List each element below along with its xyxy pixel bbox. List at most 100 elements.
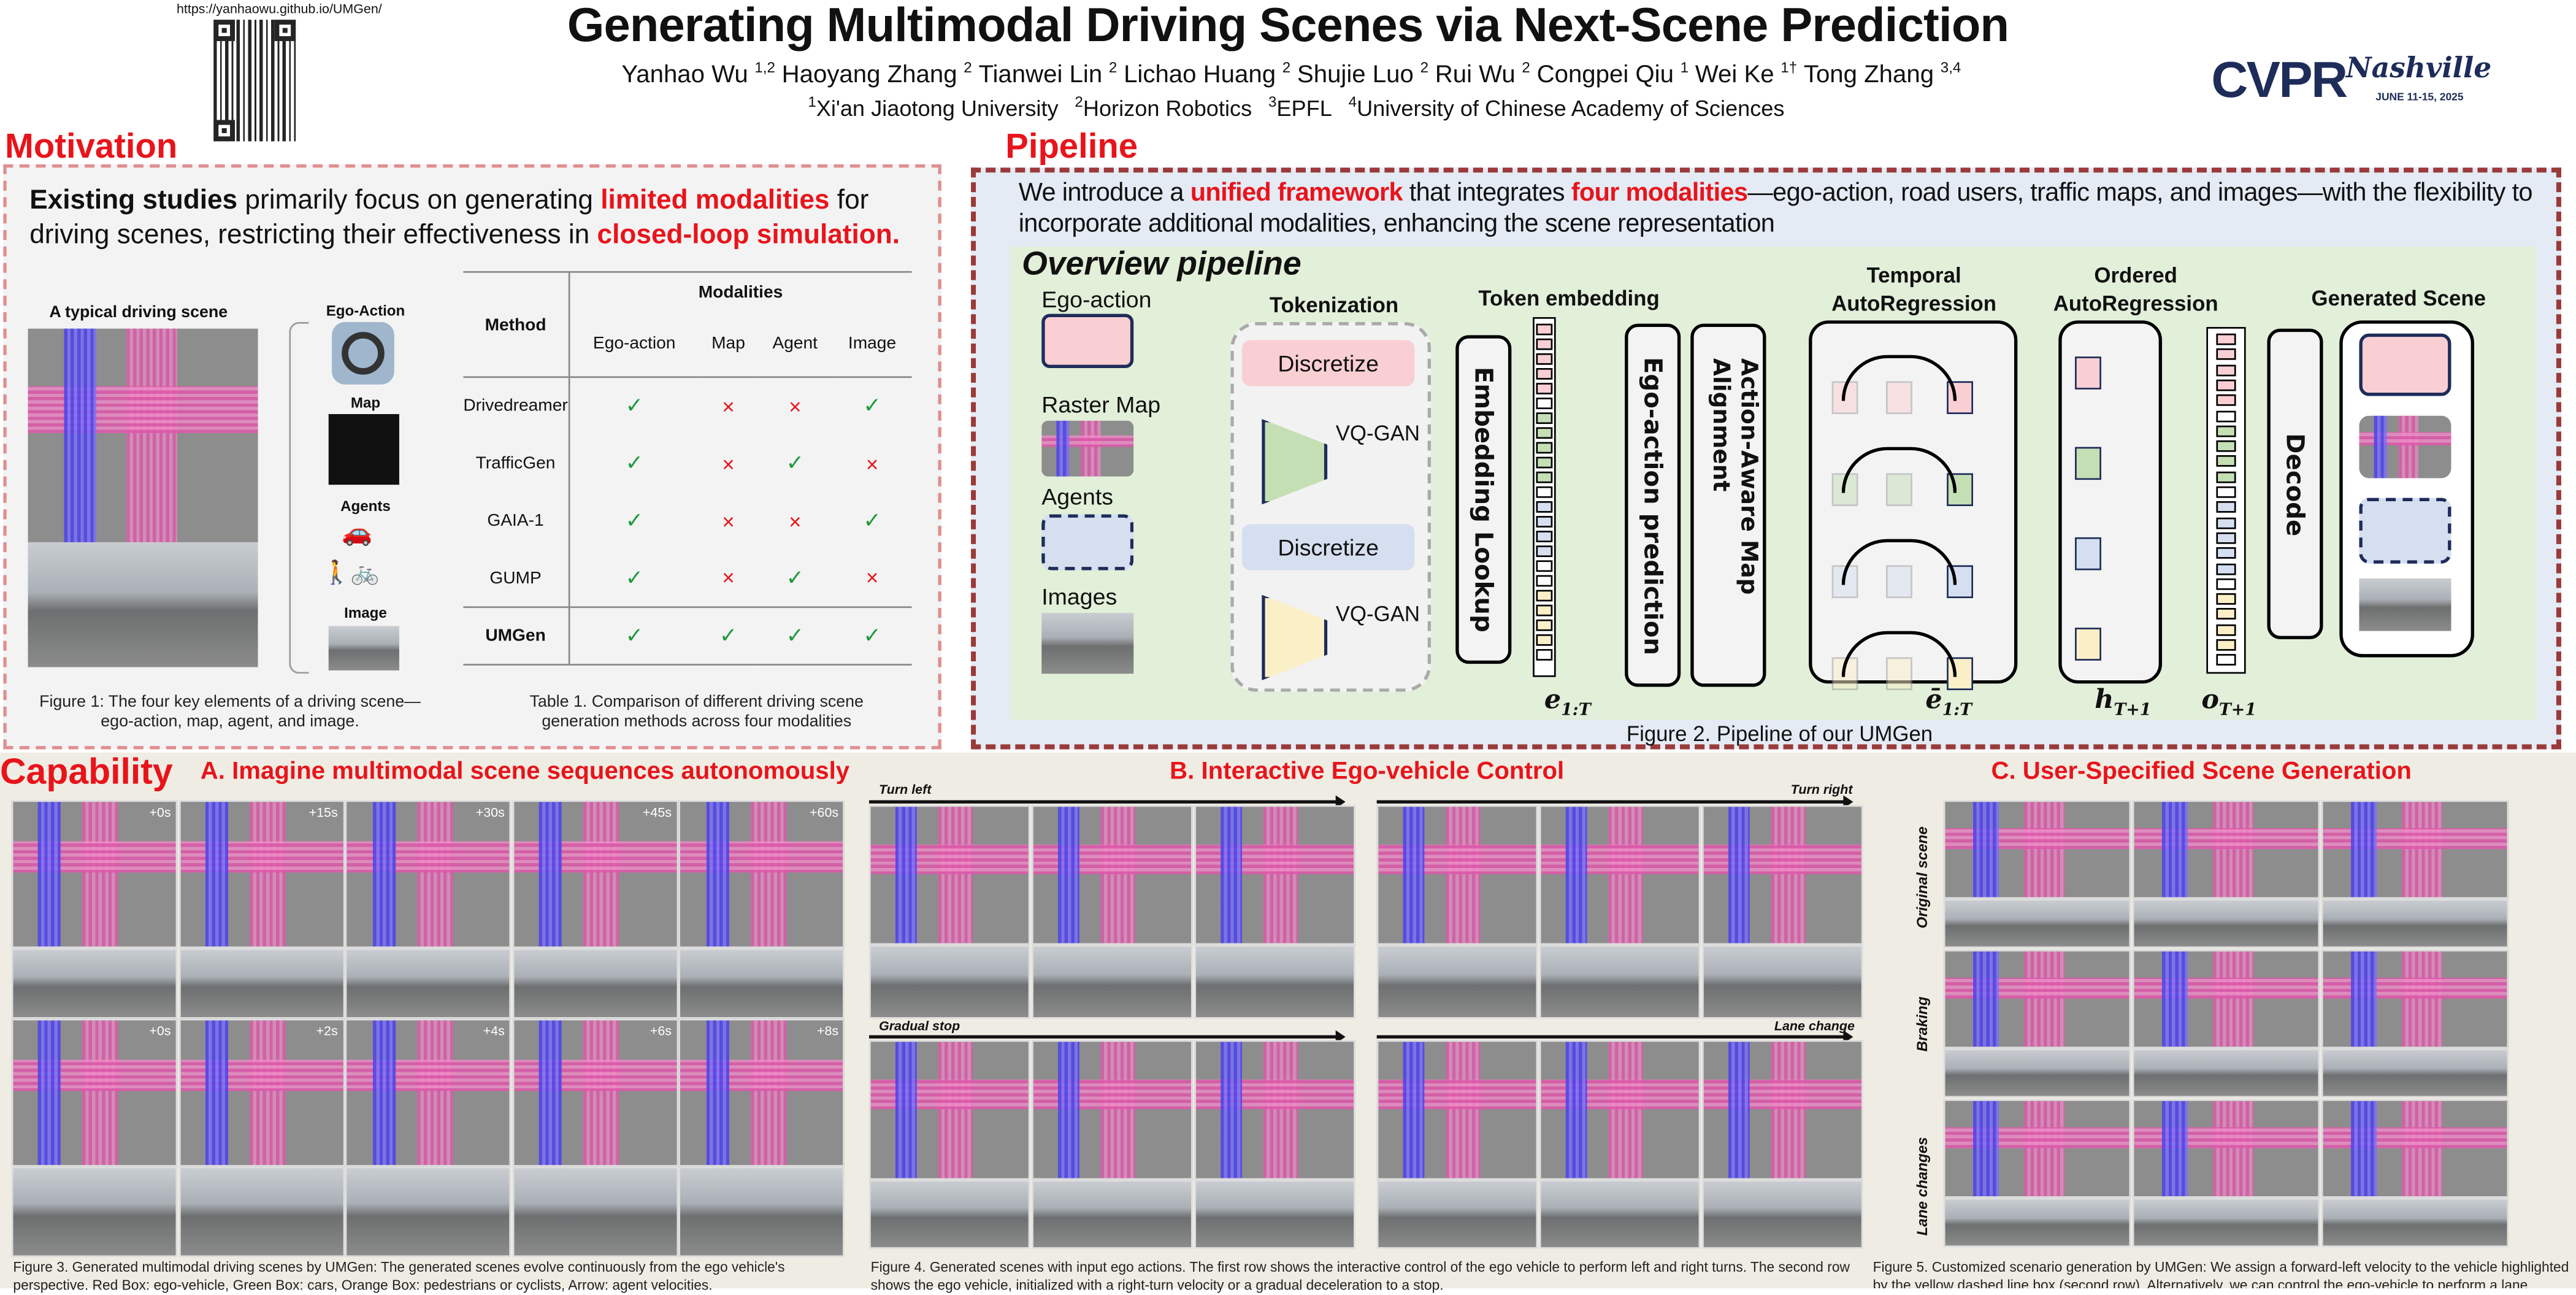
label-gradual-stop: Gradual stop bbox=[879, 1018, 960, 1034]
discretize-ego: Discretize bbox=[1242, 340, 1415, 386]
token bbox=[2216, 456, 2236, 467]
check-icon: ✓ bbox=[625, 393, 643, 418]
sym: ē bbox=[1925, 683, 1942, 715]
token bbox=[2216, 563, 2236, 575]
figure-4-caption: Figure 4. Generated scenes with input eg… bbox=[870, 1258, 1850, 1294]
pedestrian-cyclist-icon: 🚶🚲 bbox=[322, 558, 380, 585]
author-affil-sup: 1† bbox=[1781, 59, 1798, 76]
camera-frame bbox=[178, 1166, 345, 1258]
affil-sup: 2 bbox=[1075, 93, 1083, 110]
author: Haoyang Zhang bbox=[781, 61, 957, 89]
motivation-text: Existing studies primarily focus on gene… bbox=[29, 184, 937, 253]
text-highlight: closed-loop simulation. bbox=[597, 220, 900, 250]
scene-map-image bbox=[28, 328, 258, 542]
column-header: Image bbox=[848, 334, 897, 354]
camera-frame bbox=[2132, 899, 2320, 948]
camera-frame bbox=[1376, 1180, 1538, 1249]
token bbox=[1536, 590, 1553, 602]
token bbox=[2216, 486, 2236, 498]
embedding-lookup-label: Embedding Lookup bbox=[1468, 366, 1498, 632]
time-label: +15s bbox=[309, 805, 338, 820]
method-cell: TrafficGen bbox=[463, 434, 570, 493]
sym-sub: T+1 bbox=[2218, 702, 2256, 720]
affiliation: Xi'an Jiaotong University bbox=[816, 96, 1059, 121]
label-line: AutoRegression bbox=[1831, 291, 1997, 316]
ar-arc bbox=[1841, 631, 1957, 677]
generated-map-icon bbox=[2359, 415, 2451, 478]
ordered-token bbox=[2075, 628, 2101, 661]
figure-3-caption: Figure 3. Generated multimodal driving s… bbox=[13, 1258, 785, 1294]
vqgan-image-label: VQ-GAN bbox=[1335, 601, 1420, 626]
author: Tong Zhang bbox=[1803, 61, 1934, 89]
ordered-token bbox=[2075, 447, 2101, 480]
time-label: +0s bbox=[149, 805, 171, 820]
token bbox=[2216, 547, 2236, 559]
temporal-ar-box bbox=[1809, 320, 2018, 691]
check-icon: ✓ bbox=[625, 623, 643, 648]
overview-title: Overview pipeline bbox=[1022, 246, 1301, 283]
poster-title: Generating Multimodal Driving Scenes via… bbox=[567, 0, 2009, 53]
author-affil-sup: 3,4 bbox=[1940, 59, 1961, 76]
text-highlight: four modalities bbox=[1571, 179, 1748, 207]
camera-frame bbox=[178, 948, 345, 1019]
label-line: Temporal bbox=[1866, 263, 1961, 288]
token bbox=[2216, 517, 2236, 529]
camera-frame bbox=[1032, 1180, 1193, 1249]
label-turn-right: Turn right bbox=[1790, 782, 1853, 797]
map-frame bbox=[2132, 800, 2320, 899]
car-icon: 🚗 bbox=[342, 519, 373, 547]
check-icon: ✓ bbox=[786, 564, 804, 590]
time-label: +4s bbox=[483, 1023, 505, 1039]
table-row: GAIA-1✓××✓ bbox=[463, 492, 911, 550]
check-icon: ✓ bbox=[863, 393, 881, 418]
scene-camera-image bbox=[28, 542, 258, 667]
table-row: UMGen✓✓✓✓ bbox=[463, 607, 912, 665]
method-cell: Drivedreamer bbox=[463, 377, 570, 435]
time-label: +6s bbox=[650, 1023, 672, 1039]
text: We introduce a bbox=[1018, 179, 1190, 207]
author: Rui Wu bbox=[1435, 61, 1516, 89]
camera-frame bbox=[11, 948, 178, 1019]
map-frame bbox=[1702, 805, 1863, 945]
map-frame: +60s bbox=[679, 800, 845, 948]
agents-icon bbox=[1041, 514, 1134, 571]
camera-frame bbox=[345, 948, 512, 1019]
token bbox=[1536, 531, 1553, 542]
affil-sup: 1 bbox=[808, 93, 816, 110]
author-affil-sup: 2 bbox=[1420, 59, 1429, 76]
cross-icon: × bbox=[722, 509, 735, 534]
map-frame bbox=[2132, 1099, 2320, 1198]
section-b-title: B. Interactive Ego-vehicle Control bbox=[1170, 757, 1565, 786]
camera-frame bbox=[2132, 1048, 2320, 1098]
figure-5-caption: Figure 5. Customized scenario generation… bbox=[1873, 1258, 2569, 1289]
element-map: Map bbox=[350, 394, 381, 411]
row-label-original: Original scene bbox=[1914, 826, 1931, 929]
text-bold: Existing studies bbox=[29, 185, 238, 215]
author: Tianwei Lin bbox=[978, 61, 1103, 89]
column-header: Agent bbox=[772, 334, 818, 354]
map-frame: +15s bbox=[178, 800, 345, 948]
row-label-lane-changes: Lane changes bbox=[1914, 1137, 1931, 1236]
ar-arc bbox=[1841, 355, 1957, 401]
column-header: Ego-action bbox=[592, 334, 676, 354]
project-url[interactable]: https://yanhaowu.github.io/UMGen/ bbox=[176, 1, 382, 17]
check-icon: ✓ bbox=[863, 623, 881, 648]
author-affil-sup: 2 bbox=[1108, 59, 1117, 76]
text: primarily focus on generating bbox=[237, 185, 601, 215]
time-label: +60s bbox=[810, 805, 839, 820]
arrow-lane-change bbox=[1376, 1030, 1853, 1043]
token bbox=[1536, 575, 1553, 587]
qr-code[interactable] bbox=[213, 20, 296, 142]
affil-sup: 4 bbox=[1348, 93, 1357, 110]
text: —ego-action, road users, traffic maps, a… bbox=[1018, 179, 2533, 239]
generated-agents-icon bbox=[2359, 498, 2451, 564]
time-label: +30s bbox=[475, 805, 505, 820]
map-frame bbox=[1376, 805, 1538, 945]
map-alignment-label: Action-Aware Map Alignment bbox=[1707, 357, 1761, 594]
map-frame: +2s bbox=[178, 1018, 345, 1167]
token bbox=[1536, 471, 1553, 483]
camera-frame bbox=[11, 1166, 178, 1258]
check-icon: ✓ bbox=[719, 623, 738, 648]
sym-sub: 1:T bbox=[1942, 702, 1972, 720]
